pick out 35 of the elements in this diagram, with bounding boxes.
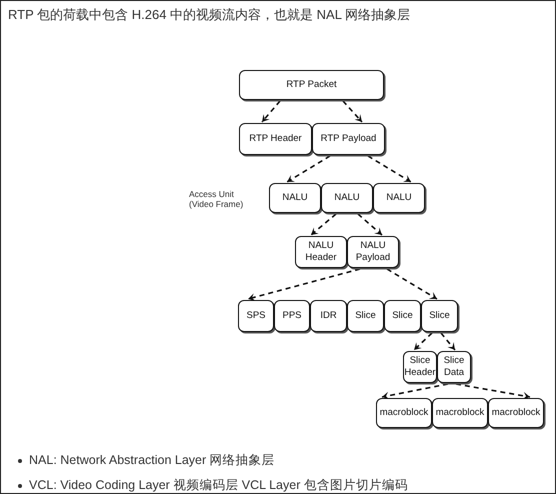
process-box: NALU — [321, 183, 373, 213]
process-box: IDR — [310, 300, 347, 332]
arrow — [286, 155, 330, 183]
process-box: NALU — [269, 183, 321, 213]
arrow — [357, 213, 383, 236]
arrow — [382, 383, 448, 400]
arrow — [310, 213, 337, 236]
process-box: Slice — [384, 300, 421, 332]
process-box: Slice — [421, 300, 458, 332]
arrow — [342, 100, 363, 123]
note: VCL: Video Coding Layer 视频编码层 VCL Layer 包含图片切片编码 — [29, 477, 408, 494]
process-box: PPS — [274, 300, 310, 332]
process-box: Slice Data — [437, 351, 471, 383]
arrow — [456, 383, 530, 400]
process-box: NALU — [373, 183, 425, 213]
arrow — [386, 268, 438, 300]
process-box: RTP Payload — [312, 123, 385, 155]
arrow — [440, 332, 456, 350]
process-box: NALU Payload — [347, 236, 399, 268]
process-box: NALU Header — [295, 236, 347, 268]
process-box: RTP Packet — [239, 70, 384, 100]
process-box: macroblock — [432, 398, 488, 428]
arrow — [261, 100, 281, 123]
arrow — [368, 155, 412, 183]
level-label: Access Unit (Video Frame) — [189, 189, 244, 209]
title: RTP 包的荷载中包含 H.264 中的视频流内容，也就是 NAL 网络抽象层 — [8, 6, 410, 24]
process-box: RTP Header — [239, 123, 312, 155]
process-box: Slice Header — [403, 351, 437, 383]
note: NAL: Network Abstraction Layer 网络抽象层 — [29, 452, 275, 469]
process-box: macroblock — [376, 398, 432, 428]
arrow — [248, 268, 360, 302]
process-box: Slice — [347, 300, 384, 332]
process-box: macroblock — [488, 398, 544, 428]
arrow — [413, 332, 433, 351]
process-box: SPS — [238, 300, 274, 332]
